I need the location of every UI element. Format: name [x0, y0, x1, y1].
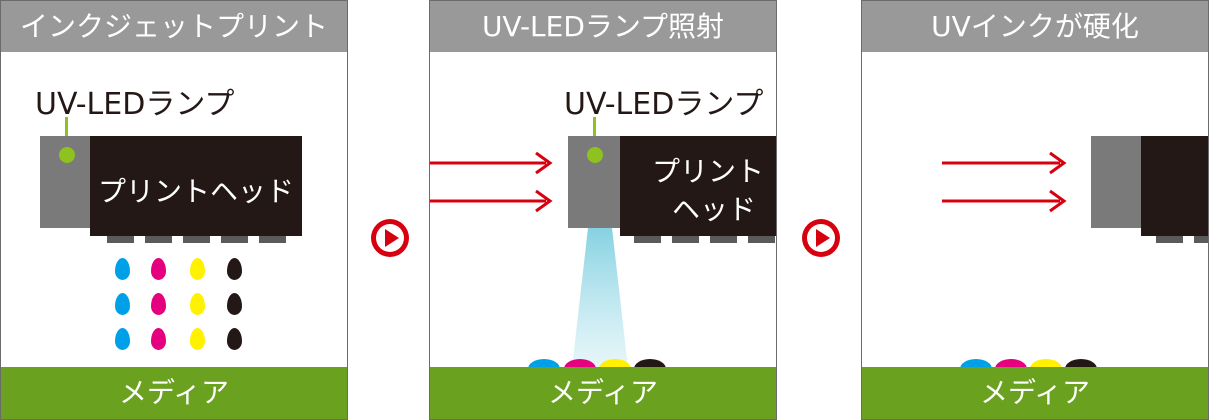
- ink-dot-cyan: [528, 359, 560, 369]
- ink-droplet-yellow: [190, 293, 205, 315]
- ink-droplet-yellow: [190, 328, 205, 350]
- uv-led-lamp-label: UV-LEDランプ: [564, 87, 764, 122]
- ink-dot-magenta: [564, 359, 596, 369]
- nozzle: [1194, 236, 1208, 243]
- print-head: プリント ヘッド: [620, 136, 776, 236]
- nozzle: [107, 236, 134, 243]
- ink-droplet-cyan: [115, 258, 130, 280]
- uv-light-arrow: [942, 189, 1072, 213]
- panel-title: UV-LEDランプ照射: [430, 1, 776, 52]
- uv-light-arrow: [942, 151, 1072, 175]
- nozzle: [259, 236, 286, 243]
- nozzle: [748, 236, 775, 243]
- ink-dot-yellow: [1030, 359, 1062, 369]
- ink-droplet-black: [227, 328, 242, 350]
- uv-light-beam: [568, 228, 632, 368]
- lamp-leader-line: [593, 117, 596, 149]
- panel-inkjet-print: インクジェットプリント UV-LEDランプ プリントヘッド メディア: [0, 0, 348, 420]
- ink-droplet-magenta: [151, 258, 166, 280]
- uv-led-lamp-label: UV-LEDランプ: [35, 87, 235, 122]
- ink-droplet-magenta: [151, 293, 166, 315]
- nozzle: [710, 236, 737, 243]
- ink-dot-black: [634, 359, 666, 369]
- media: メディア: [862, 367, 1208, 419]
- ink-dot-black: [1065, 359, 1097, 369]
- print-head-label-line1: プリント: [652, 155, 765, 188]
- panel-title: インクジェットプリント: [1, 1, 347, 52]
- print-head-label: プリントヘッド: [97, 175, 294, 208]
- nozzle: [1156, 236, 1183, 243]
- ink-dot-cyan: [960, 359, 992, 369]
- panel-uv-ink-cured: UVインクが硬化 メディア: [861, 0, 1209, 420]
- media: メディア: [1, 367, 347, 419]
- next-step-icon: [370, 218, 410, 258]
- ink-droplet-black: [227, 258, 242, 280]
- ink-dot-magenta: [995, 359, 1027, 369]
- print-head: プリントヘッド: [90, 136, 302, 236]
- led-indicator-dot: [59, 147, 75, 163]
- panel-title: UVインクが硬化: [862, 1, 1208, 52]
- ink-droplet-magenta: [151, 328, 166, 350]
- ink-droplet-cyan: [115, 293, 130, 315]
- ink-droplet-yellow: [190, 258, 205, 280]
- nozzle: [634, 236, 661, 243]
- lamp-leader-line: [65, 117, 68, 149]
- media: メディア: [430, 367, 776, 419]
- nozzle: [221, 236, 248, 243]
- nozzle: [672, 236, 699, 243]
- uv-led-lamp: [1091, 136, 1141, 228]
- panel-uv-led-irradiation: UV-LEDランプ照射 UV-LEDランプ プリント ヘッド: [429, 0, 777, 420]
- led-indicator-dot: [587, 147, 603, 163]
- ink-droplet-cyan: [115, 328, 130, 350]
- print-head-label-line2: ヘッド: [672, 193, 757, 226]
- print-head: [1141, 136, 1208, 236]
- uv-light-arrow: [430, 189, 558, 213]
- nozzle: [145, 236, 172, 243]
- uv-light-arrow: [430, 151, 558, 175]
- next-step-icon: [801, 218, 841, 258]
- ink-dot-yellow: [599, 359, 631, 369]
- ink-droplet-black: [227, 293, 242, 315]
- nozzle: [183, 236, 210, 243]
